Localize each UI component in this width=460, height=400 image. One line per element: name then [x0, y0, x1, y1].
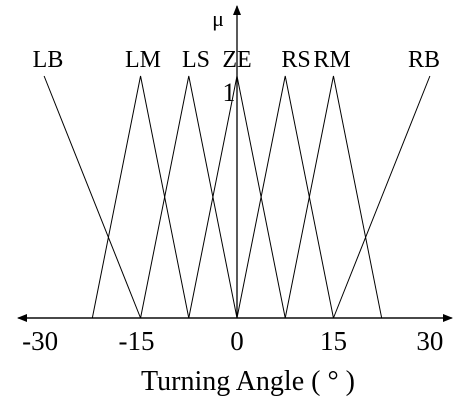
x-tick-labels: -30 -15 0 15 30	[22, 326, 443, 356]
mf-line-rm	[284, 75, 383, 319]
x-tick-label: 15	[320, 326, 347, 356]
mf-line-lm	[91, 75, 190, 319]
x-tick-label: -30	[22, 326, 58, 356]
mf-line-lb	[43, 75, 142, 319]
x-tick-label: 30	[416, 326, 443, 356]
mf-line-rs	[236, 75, 334, 319]
x-tick-label: 0	[230, 326, 244, 356]
y-axis-symbol: μ	[212, 6, 224, 31]
membership-lines	[43, 75, 431, 319]
set-label-lb: LB	[33, 47, 64, 73]
set-label-ls: LS	[182, 47, 210, 73]
set-label-ze: ZE	[222, 47, 251, 73]
mf-line-ze	[188, 75, 286, 319]
set-label-lm: LM	[125, 47, 161, 73]
x-tick-label: -15	[119, 326, 155, 356]
mf-line-ls	[140, 75, 238, 319]
mf-line-rb	[332, 75, 431, 319]
set-label-rm: RM	[313, 47, 350, 73]
set-label-rb: RB	[408, 47, 440, 73]
x-axis-title: Turning Angle ( ° )	[141, 366, 355, 397]
set-label-rs: RS	[281, 47, 310, 73]
